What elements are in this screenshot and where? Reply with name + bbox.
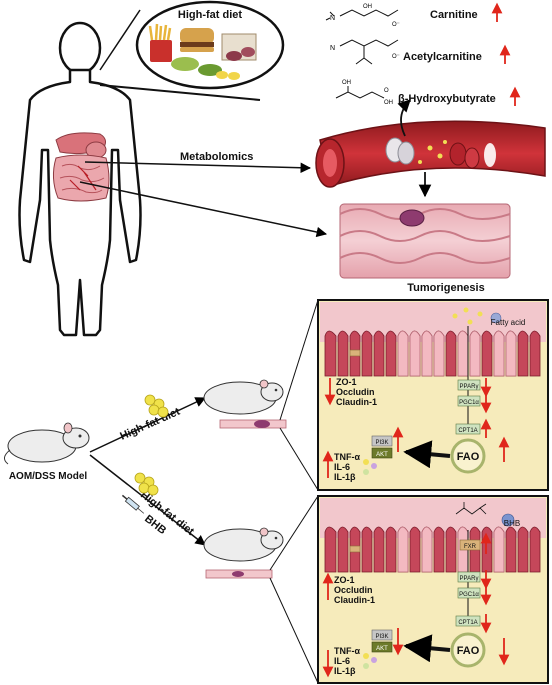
svg-text:O⁻: O⁻ — [392, 54, 400, 60]
upper-mechanism-panel: Fatty acid ZO-1 Occludin Claudin-1 PPARγ… — [318, 300, 548, 490]
tnfa-label: TNF-α — [334, 452, 360, 462]
svg-text:N: N — [330, 15, 335, 22]
il1b-label-lower: IL-1β — [334, 666, 356, 676]
mouse-lower — [204, 528, 283, 578]
fat-droplets-upper — [145, 395, 168, 417]
pgc1a-label: PGC1α — [459, 400, 479, 406]
occludin-label-lower: Occludin — [334, 585, 373, 595]
acetylcarnitine-structure: N O⁻ Acetylcarnitine — [330, 40, 505, 64]
il6-label-lower: IL-6 — [334, 656, 350, 666]
cpt1a-label-lower: CPT1A — [458, 620, 477, 626]
branch-lower-label-1: High-fat diet — [138, 489, 196, 538]
svg-text:O⁻: O⁻ — [392, 22, 400, 28]
ppar-label: PPARγ — [460, 384, 479, 390]
tnfa-label-lower: TNF-α — [334, 646, 360, 656]
metabolite-structures: N OH O⁻ Carnitine N O⁻ Acetylcarnitine O… — [326, 4, 515, 106]
bhb-label: β-Hydroxybutyrate — [398, 93, 496, 105]
tumorigenesis-label: Tumorigenesis — [407, 282, 484, 294]
fxr-label: FXR — [464, 544, 477, 550]
fao-label-lower: FAO — [457, 645, 480, 657]
occludin-label: Occludin — [336, 387, 375, 397]
bhb-panel-label: BHB — [504, 519, 520, 528]
svg-text:N: N — [330, 45, 335, 52]
mouse-model-left — [4, 423, 89, 464]
zo1-label-lower: ZO-1 — [334, 575, 355, 585]
fatty-acid-label: Fatty acid — [491, 318, 526, 327]
lower-mechanism-panel: BHB ZO-1 Occludin Claudin-1 FXR PPARγ PG… — [318, 496, 548, 683]
high-fat-diet-plate: High-fat diet — [100, 2, 283, 100]
akt-label-lower: AKT — [376, 646, 388, 652]
akt-label: AKT — [376, 452, 388, 458]
pgc1a-label-lower: PGC1α — [459, 592, 479, 598]
acetylcarnitine-label: Acetylcarnitine — [403, 51, 482, 63]
mouse-upper — [204, 380, 286, 428]
pi3k-label-lower: PI3K — [375, 634, 388, 640]
model-label: AOM/DSS Model — [9, 471, 88, 482]
svg-text:OH: OH — [342, 80, 351, 86]
blood-vessel — [316, 100, 545, 196]
metabolomics-label: Metabolomics — [180, 151, 253, 163]
zo1-label: ZO-1 — [336, 377, 357, 387]
claudin1-label: Claudin-1 — [336, 397, 377, 407]
cpt1a-label: CPT1A — [458, 428, 477, 434]
svg-text:OH: OH — [363, 4, 372, 10]
carnitine-structure: N OH O⁻ Carnitine — [326, 4, 497, 28]
ppar-label-lower: PPARγ — [460, 576, 479, 582]
fat-droplets-lower — [135, 473, 158, 495]
human-silhouette — [20, 23, 141, 335]
tumor-mass — [400, 210, 424, 226]
claudin1-label-lower: Claudin-1 — [334, 595, 375, 605]
il1b-label: IL-1β — [334, 472, 356, 482]
fao-label: FAO — [457, 451, 480, 463]
diet-label: High-fat diet — [178, 9, 242, 21]
svg-text:OH: OH — [384, 100, 393, 106]
bhb-structure: OH O OH β-Hydroxybutyrate — [336, 80, 515, 106]
intestine-tumor-segment — [340, 204, 510, 278]
carnitine-label: Carnitine — [430, 9, 478, 21]
pi3k-label: PI3K — [375, 440, 388, 446]
svg-text:O: O — [384, 88, 389, 94]
il6-label: IL-6 — [334, 462, 350, 472]
